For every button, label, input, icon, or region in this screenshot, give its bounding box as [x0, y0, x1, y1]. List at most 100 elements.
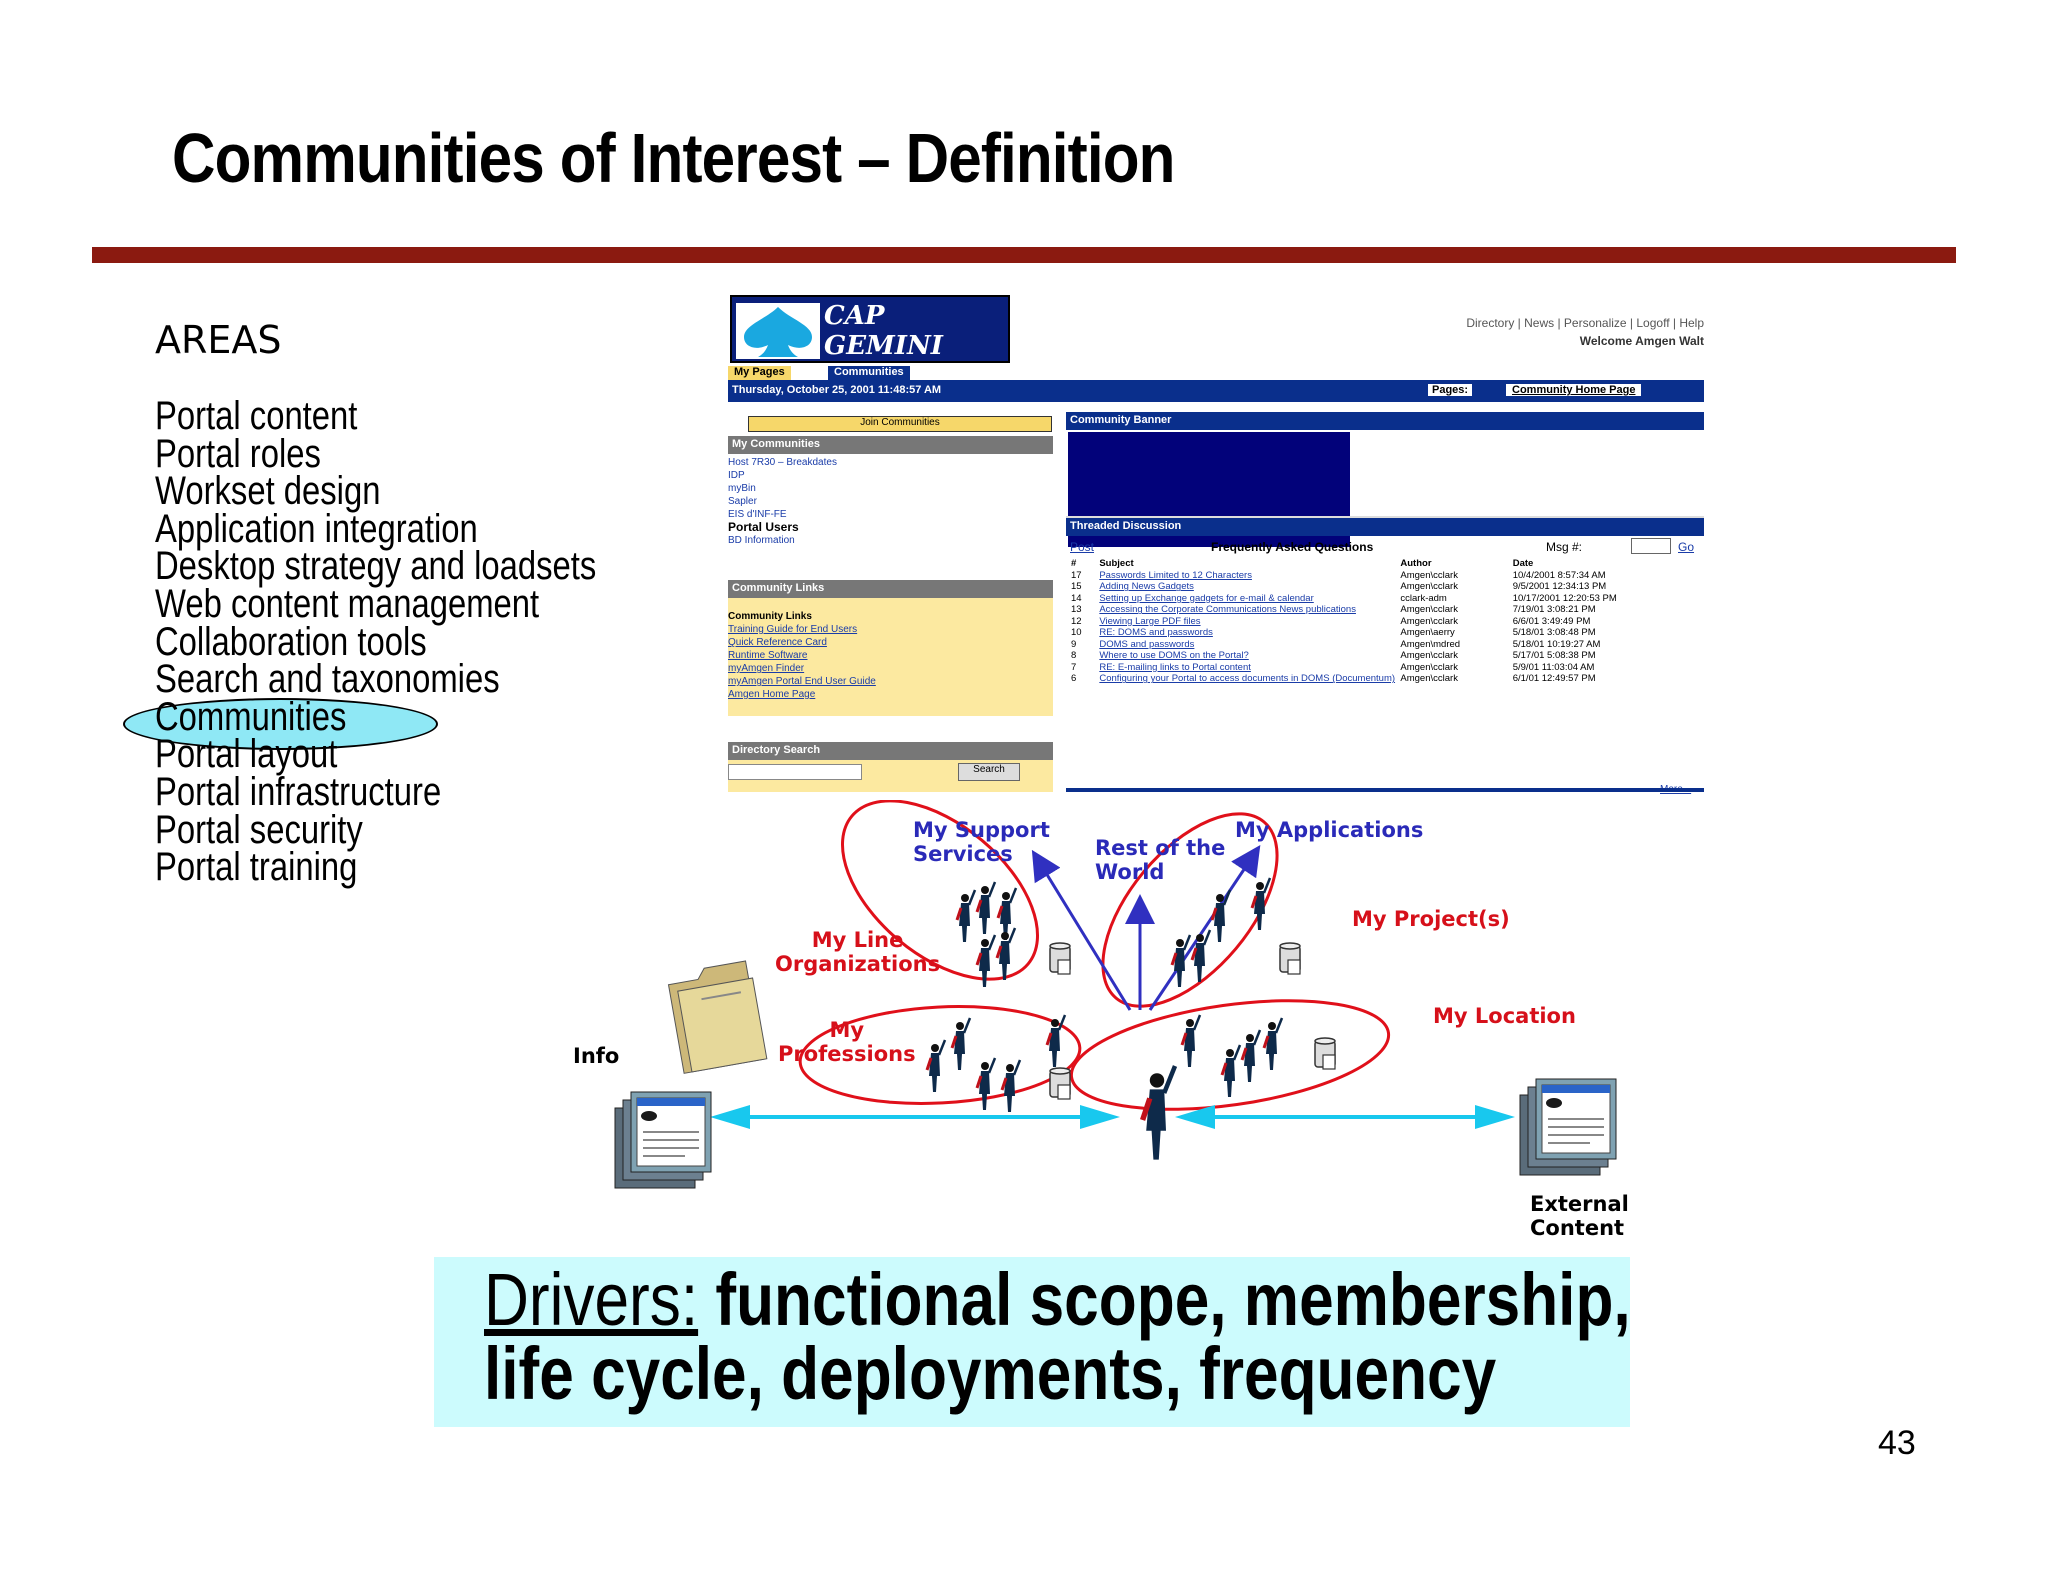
- row-subject[interactable]: Passwords Limited to 12 Characters: [1099, 569, 1252, 581]
- top-links[interactable]: Directory | News | Personalize | Logoff …: [1466, 316, 1704, 330]
- area-item: Application integration: [155, 506, 478, 551]
- post-link[interactable]: Post: [1070, 540, 1095, 554]
- row-subject[interactable]: RE: E-mailing links to Portal content: [1099, 661, 1251, 673]
- row-subject[interactable]: Viewing Large PDF files: [1099, 615, 1201, 627]
- page-number: 43: [1878, 1424, 1916, 1462]
- row-author: Amgen\aerry: [1400, 627, 1455, 639]
- community-item[interactable]: Portal Users: [728, 520, 799, 534]
- label-my-location: My Location: [1433, 1004, 1576, 1028]
- row-date: 5/18/01 3:08:48 PM: [1512, 627, 1596, 639]
- row-subject[interactable]: Adding News Gadgets: [1099, 581, 1194, 593]
- community-item[interactable]: EIS d'INF-FE: [728, 509, 787, 520]
- go-link[interactable]: Go: [1678, 540, 1695, 554]
- row-subject[interactable]: Configuring your Portal to access docume…: [1099, 673, 1396, 685]
- row-number: 8: [1071, 650, 1077, 662]
- directory-search-head: Directory Search: [728, 742, 1053, 760]
- row-subject[interactable]: Accessing the Corporate Communications N…: [1099, 604, 1356, 616]
- professions-ellipse: [798, 1005, 1082, 1105]
- community-link[interactable]: Amgen Home Page: [728, 689, 816, 700]
- areas-list: Portal content Portal roles Workset desi…: [155, 394, 693, 890]
- label-my-projects: My Project(s): [1352, 907, 1510, 931]
- row-date: 5/18/01 10:19:27 AM: [1512, 638, 1601, 650]
- area-item: Web content management: [155, 581, 540, 626]
- area-item: Portal infrastructure: [155, 769, 442, 814]
- community-link: Community Links: [728, 611, 812, 622]
- threaded-discussion-head: Threaded Discussion: [1066, 518, 1704, 536]
- community-item[interactable]: Sapler: [728, 496, 757, 507]
- portal-right-column: Community Banner Threaded Discussion Pos…: [1066, 412, 1704, 795]
- row-author: cclark-adm: [1400, 592, 1447, 604]
- area-item: Portal layout: [155, 732, 338, 777]
- slide-title: Communities of Interest – Definition: [172, 119, 1175, 197]
- label-my-applications: My Applications: [1235, 818, 1424, 842]
- date-bar: Thursday, October 25, 2001 11:48:57 AM P…: [728, 380, 1704, 402]
- company-logo: CAP GEMINIERNST & YOUNG: [730, 295, 1010, 421]
- row-date: 7/19/01 3:08:21 PM: [1512, 604, 1596, 616]
- row-subject[interactable]: DOMS and passwords: [1099, 638, 1195, 650]
- support-services-ellipse: [840, 800, 1040, 981]
- diagram-graphics: [614, 800, 1617, 1189]
- community-link[interactable]: Training Guide for End Users: [728, 624, 858, 635]
- tab-communities[interactable]: Communities: [828, 366, 910, 380]
- row-subject[interactable]: RE: DOMS and passwords: [1099, 627, 1213, 639]
- area-item: Desktop strategy and loadsets: [155, 544, 597, 589]
- location-ellipse: [1069, 999, 1391, 1111]
- row-author: Amgen\cclark: [1400, 581, 1458, 593]
- pages-value[interactable]: Community Home Page: [1506, 384, 1642, 396]
- directory-search-input[interactable]: [728, 764, 862, 780]
- area-item-highlighted: Communities: [155, 694, 347, 739]
- community-link[interactable]: myAmgen Finder: [728, 663, 805, 674]
- col-header: Date: [1512, 558, 1534, 570]
- community-link[interactable]: myAmgen Portal End User Guide: [728, 676, 876, 687]
- row-subject[interactable]: Where to use DOMS on the Portal?: [1099, 650, 1249, 662]
- row-author: Amgen\cclark: [1400, 569, 1458, 581]
- arrow-applications: [1148, 845, 1261, 1011]
- community-link[interactable]: Runtime Software: [728, 650, 808, 661]
- external-documents-icon: [1519, 1078, 1617, 1176]
- community-banner-head: Community Banner: [1066, 412, 1704, 430]
- label-info: Info: [573, 1044, 620, 1068]
- row-date: 6/1/01 12:49:57 PM: [1512, 673, 1596, 685]
- community-link[interactable]: Quick Reference Card: [728, 637, 827, 648]
- community-item[interactable]: myBin: [728, 483, 756, 494]
- community-item[interactable]: IDP: [728, 470, 745, 481]
- spade-logo-icon: [736, 303, 820, 359]
- area-item: Workset design: [155, 469, 381, 514]
- row-number: 10: [1071, 627, 1082, 639]
- area-item: Portal content: [155, 394, 358, 438]
- community-item[interactable]: Host 7R30 – Breakdates: [728, 457, 837, 468]
- table-row[interactable]: 17 Passwords Limited to 12 Characters Amge…: [1068, 570, 1698, 582]
- row-number: 7: [1071, 661, 1077, 673]
- tab-my-pages[interactable]: My Pages: [728, 366, 791, 380]
- portal-left-column: Join Communities My Communities Host 7R3…: [728, 412, 1055, 792]
- row-subject[interactable]: Setting up Exchange gadgets for e-mail &…: [1099, 592, 1314, 604]
- drivers-line-1: functional scope, membership,: [698, 1258, 1631, 1341]
- community-item[interactable]: BD Information: [728, 535, 795, 546]
- join-communities-button[interactable]: Join Communities: [748, 416, 1052, 432]
- row-author: Amgen\cclark: [1400, 604, 1458, 616]
- area-item: Portal training: [155, 845, 358, 890]
- row-author: Amgen\cclark: [1400, 615, 1458, 627]
- faq-title: Frequently Asked Questions: [1211, 540, 1374, 554]
- row-number: 17: [1071, 569, 1082, 581]
- msg-number-input[interactable]: [1631, 538, 1671, 554]
- table-row[interactable]: 10 RE: DOMS and passwords Amgen\aerry 5/18/…: [1068, 627, 1698, 639]
- col-header: Author: [1400, 558, 1432, 570]
- row-number: 15: [1071, 581, 1082, 593]
- drivers-line-2: life cycle, deployments, frequency: [484, 1332, 1497, 1415]
- search-button[interactable]: Search: [958, 763, 1020, 781]
- msg-label: Msg #:: [1546, 540, 1583, 554]
- welcome-text: Welcome Amgen Walt: [1579, 334, 1704, 348]
